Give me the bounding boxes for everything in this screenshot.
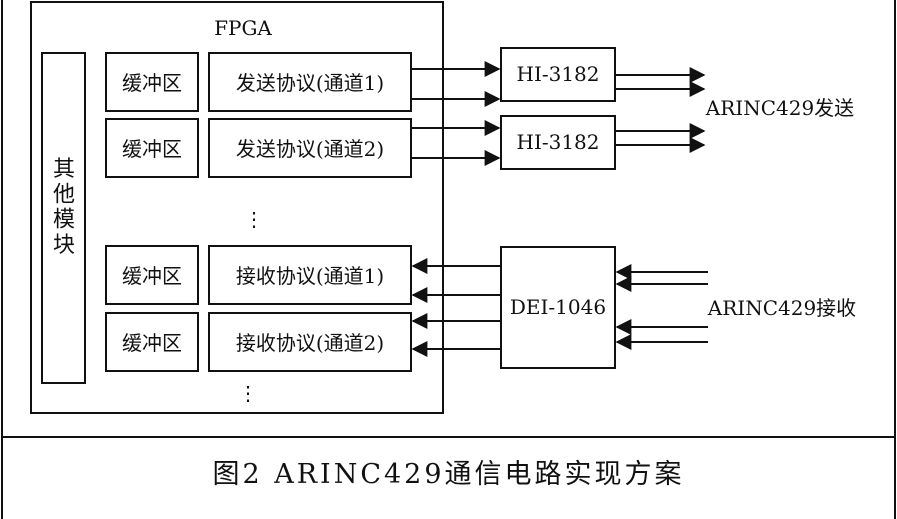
arinc429-tx-label: ARINC429发送 — [705, 96, 854, 120]
recv-protocol-box — [208, 312, 412, 372]
send-protocol-label: 发送协议(通道2) — [236, 137, 384, 161]
buffer-box — [105, 245, 199, 305]
fpga-title: FPGA — [214, 16, 272, 40]
recv-protocol-box — [208, 245, 412, 305]
ellipsis-mark: ⋮ — [244, 207, 264, 231]
send-protocol-box — [208, 52, 412, 112]
other-module-char: 块 — [53, 233, 75, 258]
recv-protocol-label: 接收协议(通道1) — [236, 264, 384, 288]
other-module-char: 模 — [53, 208, 75, 233]
other-module-char: 他 — [53, 182, 75, 207]
send-protocol-box — [208, 118, 412, 178]
rx-chip-box — [500, 246, 616, 369]
buffer-box — [105, 118, 199, 178]
buffer-label: 缓冲区 — [122, 71, 182, 95]
recv-protocol-label: 接收协议(通道2) — [236, 331, 384, 355]
buffer-box — [105, 312, 199, 372]
ellipsis-mark: ⋮ — [238, 381, 258, 405]
rx-chip-label: DEI-1046 — [510, 295, 606, 319]
buffer-box — [105, 52, 199, 112]
figure-caption: 图2 ARINC429通信电路实现方案 — [212, 459, 685, 490]
arinc429-rx-label: ARINC429接收 — [707, 296, 856, 320]
buffer-label: 缓冲区 — [122, 331, 182, 355]
other-module-label: 其他模块 — [53, 157, 75, 258]
send-protocol-label: 发送协议(通道1) — [236, 71, 384, 95]
other-module-box — [41, 52, 86, 384]
other-module-char: 其 — [53, 157, 75, 182]
tx-chip-box — [500, 47, 616, 102]
tx-chip-box — [500, 115, 616, 170]
buffer-label: 缓冲区 — [122, 137, 182, 161]
buffer-label: 缓冲区 — [122, 264, 182, 288]
tx-chip-label: HI-3182 — [517, 62, 600, 86]
tx-chip-label: HI-3182 — [517, 130, 600, 154]
